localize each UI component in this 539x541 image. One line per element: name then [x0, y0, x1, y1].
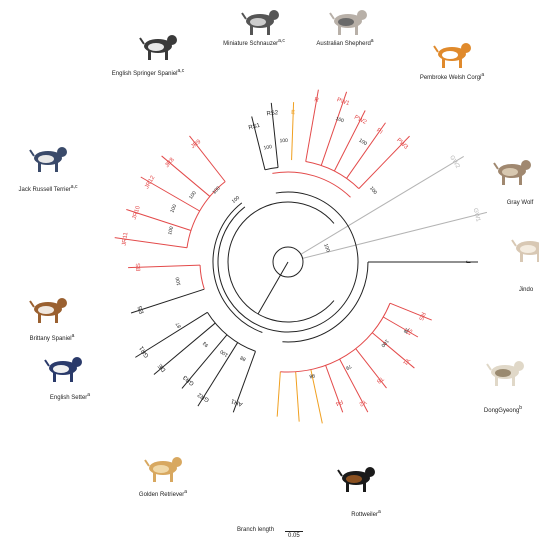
- leaf-branch: [277, 372, 280, 417]
- breed-label-schnauzer: Miniature Schnauzera,c: [223, 38, 285, 47]
- clade-arc: [306, 162, 359, 189]
- support-value: 100: [169, 204, 178, 214]
- leaf-label: BS: [136, 263, 142, 271]
- scale-bar-label: Branch length: [237, 527, 274, 533]
- leaf-label: JR10: [132, 205, 142, 221]
- leaf-branch: [390, 303, 432, 320]
- english-setter-photo: [43, 352, 87, 386]
- clade-arc: [207, 312, 255, 351]
- leaf-label: PI: [375, 128, 383, 136]
- breed-label-gray-wolf: Gray Wolf: [507, 197, 534, 206]
- leaf-label: P4: [334, 398, 344, 406]
- gray-wolf-photo: [492, 155, 536, 189]
- support-value: 100: [368, 186, 378, 196]
- support-value: 100: [212, 185, 222, 195]
- leaf-label: AH1: [230, 397, 244, 407]
- leaf-label: R: [314, 97, 320, 104]
- leaf-label: JR12: [144, 174, 157, 190]
- support-value: 93: [202, 340, 210, 348]
- breed-label-jack-russell: Jack Russell Terriera,c: [19, 184, 78, 193]
- support-value: 100: [263, 144, 272, 151]
- root-branch: [258, 262, 288, 314]
- leaf-label: GW2: [448, 155, 461, 170]
- support-value: 100: [175, 276, 182, 285]
- leaf-label: GR2: [196, 391, 210, 403]
- support-value: 100: [219, 348, 229, 358]
- scale-bar: [285, 531, 303, 532]
- leaf-label: DE: [157, 362, 167, 372]
- jack-russell-photo: [28, 142, 72, 176]
- clade-arc: [282, 262, 368, 342]
- leaf-label: JR9: [190, 139, 203, 151]
- support-value: 87: [175, 321, 183, 329]
- support-value: 100: [358, 138, 368, 148]
- springer-spaniel-photo: [138, 30, 182, 64]
- schnauzer-photo: [240, 5, 284, 39]
- leaf-label: ES: [137, 305, 145, 314]
- leaf-branch: [301, 156, 464, 254]
- breed-label-jindo: Jindo: [519, 284, 533, 293]
- support-value: 88: [239, 354, 247, 362]
- breed-label-australian-shepherd: Australian Shepherda: [316, 38, 373, 47]
- breed-label-rottweiler: Rottweilera: [351, 509, 380, 518]
- breed-label-springer: English Springer Spaniela,c: [112, 68, 184, 77]
- support-value: 100: [188, 190, 198, 200]
- corgi-photo: [432, 38, 476, 72]
- jindo-photo: [510, 232, 539, 266]
- breed-label-corgi: Pembroke Welsh Corgia: [420, 72, 484, 81]
- golden-retriever-photo: [143, 452, 187, 486]
- leaf-label: Y2: [357, 398, 367, 407]
- support-value: 100: [231, 195, 241, 205]
- support-value: 78: [402, 326, 410, 334]
- leaf-branch: [296, 372, 299, 422]
- leaf-label: GR1: [139, 344, 151, 358]
- clade-arc: [200, 265, 204, 289]
- clade-arc: [272, 172, 350, 197]
- leaf-label: JR11: [122, 231, 130, 246]
- support-value: 98: [309, 372, 316, 379]
- support-value: 100: [167, 226, 175, 236]
- leaf-label: PW1: [336, 97, 351, 107]
- support-value: 100: [280, 138, 289, 144]
- breed-label-donggyeong: DongGyeongb: [484, 405, 522, 414]
- leaf-label: RS: [417, 311, 426, 321]
- clade-arc: [265, 168, 278, 170]
- rottweiler-photo: [336, 462, 380, 496]
- leaf-label: J: [464, 261, 470, 264]
- leaf-label: E: [291, 110, 295, 116]
- leaf-label: RS2: [266, 110, 279, 117]
- australian-shepherd-photo: [328, 5, 372, 39]
- leaf-label: PW2: [353, 115, 368, 127]
- clade-arc: [228, 202, 334, 322]
- brittany-spaniel-photo: [28, 293, 72, 327]
- clade-arc: [213, 203, 262, 333]
- scale-bar-value: 0.05: [288, 533, 300, 539]
- breed-label-golden-retriever: Golden Retrievera: [139, 489, 187, 498]
- leaf-branch: [383, 317, 418, 337]
- breed-label-english-setter: English Settera: [50, 392, 90, 401]
- leaf-label: RS1: [248, 123, 261, 132]
- breed-label-brittany-spaniel: Brittany Spaniela: [30, 333, 75, 342]
- donggyeong-photo: [485, 356, 529, 390]
